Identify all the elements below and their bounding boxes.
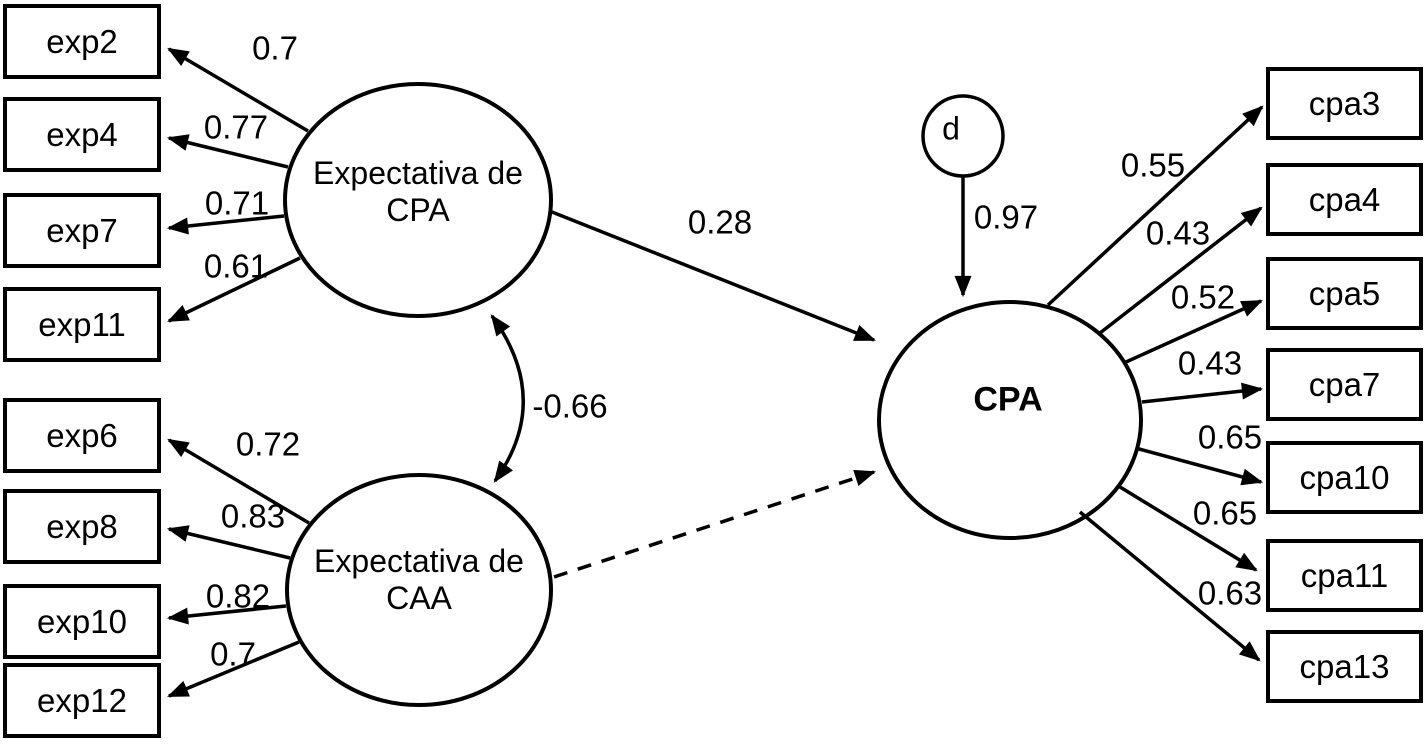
path-value-d-to-cpa: 0.97 <box>973 198 1039 236</box>
indicator-box-cpa4: cpa4 <box>1266 163 1423 236</box>
indicator-label: exp11 <box>38 306 126 343</box>
indicator-box-exp2: exp2 <box>3 4 161 79</box>
loading-value-exp7: 0.71 <box>204 184 270 222</box>
arrow-cpa-cpa5 <box>1125 299 1263 364</box>
loading-value-exp12: 0.7 <box>210 635 256 673</box>
indicator-box-cpa7: cpa7 <box>1266 348 1423 421</box>
path-value-expcpa-to-cpa: 0.28 <box>687 203 753 241</box>
arrow-cpa-cpa3 <box>1046 105 1264 307</box>
arrow-cpa-cpa7 <box>1141 382 1264 404</box>
latent-label-line1: Expectativa de <box>314 543 524 579</box>
loading-value-exp2: 0.7 <box>252 29 298 67</box>
loading-value-exp11: 0.61 <box>203 247 269 285</box>
loading-value-cpa7: 0.43 <box>1177 344 1243 382</box>
indicator-label: exp7 <box>46 212 118 249</box>
indicator-box-cpa11: cpa11 <box>1266 539 1423 612</box>
indicator-box-cpa13: cpa13 <box>1266 630 1423 703</box>
indicator-label: cpa3 <box>1308 85 1381 122</box>
loading-value-exp4: 0.77 <box>203 108 269 146</box>
latent-label-cpa: CPA <box>973 380 1043 419</box>
loading-value-exp8: 0.83 <box>220 497 286 535</box>
indicator-label: exp12 <box>37 682 127 719</box>
latent-circle-expectativa-cpa <box>283 82 553 318</box>
indicator-box-exp6: exp6 <box>3 398 161 473</box>
indicator-box-exp4: exp4 <box>3 97 161 172</box>
arrow-cpa-cpa11 <box>1119 485 1258 572</box>
arrow-expcpa-to-cpa <box>551 210 876 342</box>
arrow-cpa-cpa10 <box>1138 447 1264 486</box>
loading-value-cpa3: 0.55 <box>1120 146 1186 184</box>
indicator-label: exp8 <box>46 508 118 545</box>
indicator-label: cpa10 <box>1299 459 1390 496</box>
indicator-label: cpa11 <box>1300 557 1389 594</box>
covariance-curve-expcpa-expcaa <box>490 314 525 483</box>
indicator-label: exp10 <box>37 603 127 640</box>
latent-label-line2: CAA <box>386 580 452 616</box>
covariance-value: -0.66 <box>532 387 608 425</box>
arrow-cpa-cpa4 <box>1098 206 1263 335</box>
loading-value-cpa5: 0.52 <box>1170 278 1236 316</box>
indicator-box-cpa10: cpa10 <box>1266 441 1423 514</box>
latent-label-line1: Expectativa de <box>313 155 523 191</box>
indicator-box-exp8: exp8 <box>3 489 161 564</box>
loading-value-cpa11: 0.65 <box>1192 494 1258 532</box>
arrow-expcaa-exp12 <box>167 640 300 698</box>
arrow-expcpa-exp2 <box>167 47 309 133</box>
disturbance-circle-d <box>921 94 1005 178</box>
loading-value-cpa10: 0.65 <box>1197 418 1263 456</box>
indicator-label: cpa5 <box>1308 275 1381 312</box>
latent-circle-cpa <box>877 300 1143 540</box>
indicator-label: cpa13 <box>1299 648 1390 685</box>
arrow-cpa-cpa13 <box>1078 510 1261 662</box>
loading-value-cpa4: 0.43 <box>1145 214 1211 252</box>
loading-value-cpa13: 0.63 <box>1197 574 1263 612</box>
indicator-label: cpa4 <box>1308 181 1381 218</box>
arrow-expcpa-exp7 <box>166 214 285 235</box>
disturbance-label-d: d <box>942 110 960 147</box>
loading-value-exp10: 0.82 <box>205 577 271 615</box>
arrow-expcpa-exp4 <box>166 134 289 169</box>
arrow-expcaa-exp8 <box>166 525 291 560</box>
indicator-label: exp2 <box>46 23 118 60</box>
indicator-box-exp12: exp12 <box>3 663 161 738</box>
latent-label-expectativa-caa: Expectativa de CAA <box>314 543 524 617</box>
arrow-expcpa-exp11 <box>167 256 301 323</box>
indicator-box-exp10: exp10 <box>3 584 161 659</box>
arrow-expcaa-exp6 <box>167 438 310 525</box>
indicator-box-cpa5: cpa5 <box>1266 257 1423 330</box>
indicator-box-cpa3: cpa3 <box>1266 67 1423 140</box>
indicator-box-exp11: exp11 <box>3 287 161 362</box>
indicator-label: exp4 <box>46 116 118 153</box>
arrow-expcaa-exp10 <box>166 604 287 625</box>
indicator-box-exp7: exp7 <box>3 193 161 268</box>
indicator-label: exp6 <box>46 417 118 454</box>
arrow-expcaa-to-cpa-dashed <box>553 469 877 579</box>
latent-label-expectativa-cpa: Expectativa de CPA <box>313 155 523 229</box>
latent-label-line2: CPA <box>386 192 450 228</box>
indicator-label: cpa7 <box>1308 366 1381 403</box>
latent-circle-expectativa-caa <box>285 473 553 707</box>
loading-value-exp6: 0.72 <box>235 425 301 463</box>
